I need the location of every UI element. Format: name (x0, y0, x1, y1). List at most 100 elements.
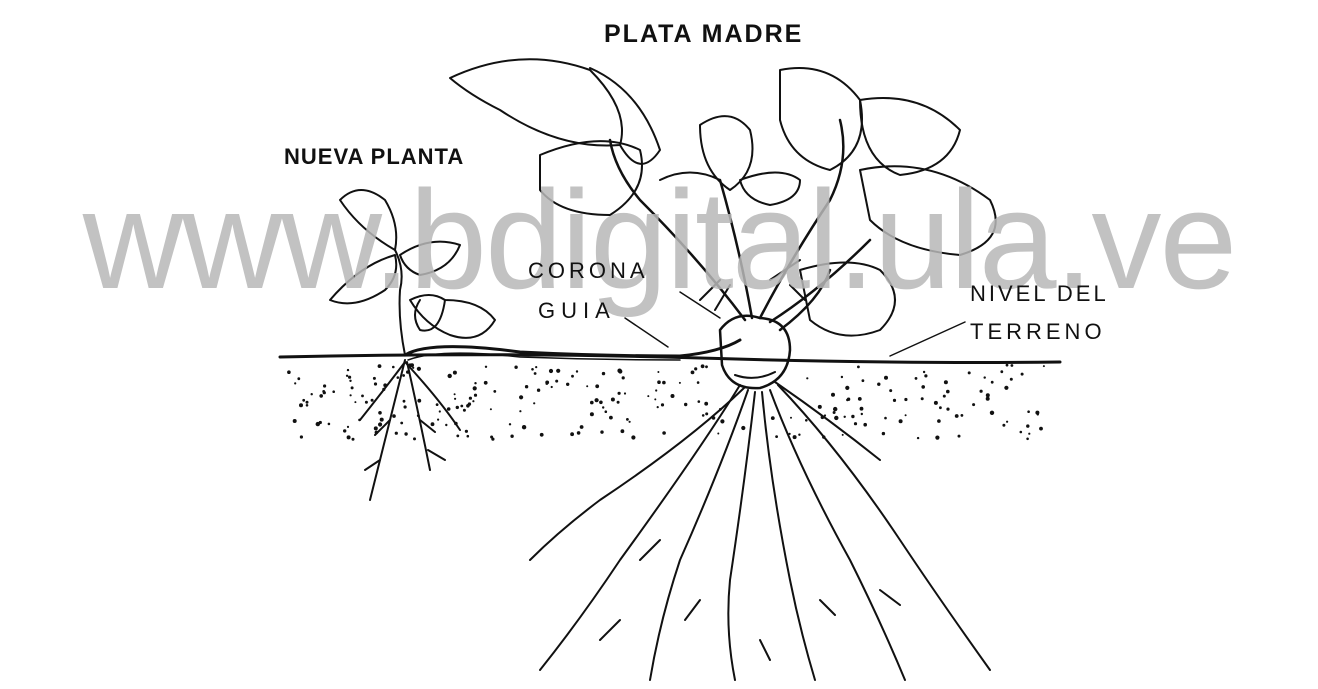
soil-dot (473, 386, 477, 390)
label-nivel-line1: NIVEL DEL (970, 283, 1109, 305)
soil-dot (392, 414, 396, 418)
soil-dot (602, 372, 605, 375)
soil-dot (861, 413, 863, 415)
soil-dot (1021, 373, 1024, 376)
soil-dot (519, 395, 523, 399)
soil-dot (456, 435, 459, 438)
soil-dot (618, 392, 621, 395)
soil-dot (618, 369, 622, 373)
soil-dot (352, 438, 355, 441)
soil-dot (937, 419, 941, 423)
soil-dot (378, 411, 382, 415)
soil-dot (404, 432, 407, 435)
label-guia: GUIA (538, 300, 616, 322)
soil-dot (986, 397, 990, 401)
soil-dot (343, 429, 346, 432)
soil-dot (833, 411, 836, 414)
soil-dot (958, 435, 961, 438)
soil-dot (629, 421, 631, 423)
soil-dot (453, 371, 457, 375)
soil-dot (717, 433, 719, 435)
soil-dot (701, 364, 705, 368)
soil-dot (946, 408, 949, 411)
soil-dot (654, 398, 656, 400)
soil-dot (510, 435, 513, 438)
soil-dot (1010, 378, 1013, 381)
soil-dot (899, 419, 903, 423)
soil-dot (599, 401, 603, 405)
soil-dot (984, 376, 986, 378)
soil-dot (467, 435, 470, 438)
soil-dot (519, 410, 521, 412)
soil-dot (328, 423, 331, 426)
soil-dot (833, 407, 837, 411)
soil-dot (454, 393, 456, 395)
soil-dot (697, 381, 700, 384)
watermark: www.bdigital.ula.ve (0, 170, 1318, 310)
soil-dot (537, 389, 540, 392)
soil-dot (346, 375, 348, 377)
label-nueva-planta: NUEVA PLANTA (284, 146, 464, 168)
soil-dot (657, 371, 659, 373)
soil-dot (395, 432, 398, 435)
soil-dot (662, 431, 666, 435)
soil-dot (322, 390, 325, 393)
soil-dot (884, 376, 888, 380)
soil-dot (347, 435, 351, 439)
soil-dot (858, 397, 862, 401)
soil-dot (402, 374, 405, 377)
soil-dot (944, 380, 948, 384)
soil-dot (990, 411, 994, 415)
soil-dot (417, 399, 421, 403)
soil-dot (622, 376, 625, 379)
soil-dot (540, 433, 544, 437)
soil-dot (943, 395, 946, 398)
soil-dot (1020, 431, 1023, 434)
soil-dot (702, 414, 705, 417)
soil-dot (831, 393, 835, 397)
soil-dot (522, 425, 526, 429)
soil-dot (882, 432, 885, 435)
soil-dot (534, 372, 537, 375)
soil-dot (463, 409, 466, 412)
soil-dot (287, 370, 291, 374)
soil-dot (705, 412, 708, 415)
soil-dot (571, 375, 574, 378)
soil-dot (691, 371, 695, 375)
soil-dot (657, 380, 661, 384)
soil-dot (1026, 424, 1029, 427)
soil-dot (921, 397, 924, 400)
soil-dot (323, 384, 326, 387)
soil-dot (662, 381, 666, 385)
soil-dot (590, 412, 594, 416)
soil-dot (846, 399, 849, 402)
soil-dot (921, 385, 925, 389)
soil-dot (818, 405, 822, 409)
soil-dot (704, 402, 708, 406)
soil-dot (602, 406, 604, 408)
soil-dot (404, 405, 407, 408)
soil-dot (397, 376, 400, 379)
soil-dot (491, 438, 494, 441)
soil-dot (400, 422, 403, 425)
soil-dot (535, 366, 537, 368)
soil-dot (485, 366, 487, 368)
soil-dot (556, 369, 560, 373)
soil-dot (877, 383, 880, 386)
soil-dot (378, 364, 382, 368)
soil-dot (466, 404, 470, 408)
soil-dot (570, 432, 574, 436)
soil-dot (771, 416, 775, 420)
soil-dot (431, 422, 435, 426)
soil-dot (631, 435, 635, 439)
soil-dot (790, 417, 792, 419)
soil-dot (842, 434, 844, 436)
soil-dot (684, 403, 687, 406)
soil-dot (350, 394, 352, 396)
soil-dot (1026, 438, 1029, 441)
soil-dot (577, 431, 581, 435)
soil-dot (374, 426, 378, 430)
soil-dot (624, 392, 626, 394)
soil-dot (657, 406, 659, 408)
